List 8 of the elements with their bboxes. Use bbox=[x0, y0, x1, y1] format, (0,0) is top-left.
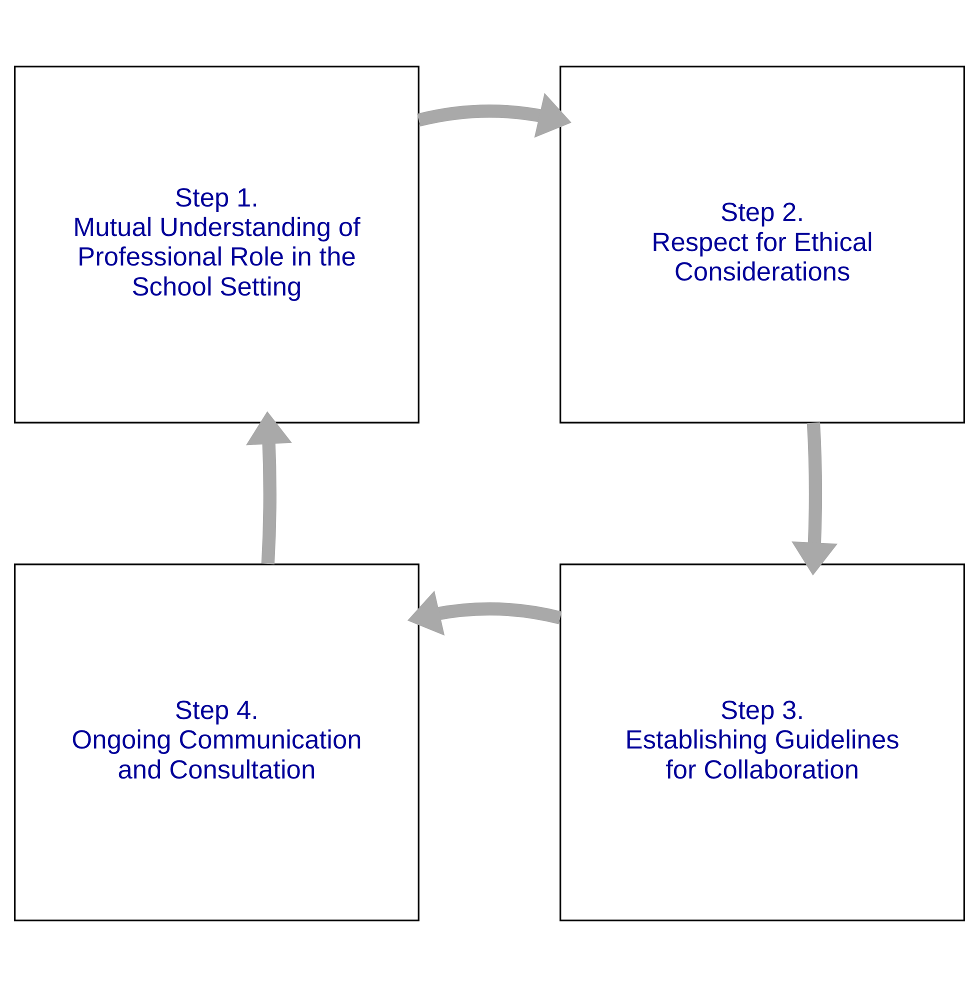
arrow bbox=[417, 92, 572, 138]
node-box: Step 4. Ongoing Communication and Consultation bbox=[14, 564, 420, 922]
arrow bbox=[246, 411, 292, 564]
node-box: Step 1. Mutual Understanding of Professional Role in the School Setting bbox=[14, 66, 420, 424]
arrow bbox=[407, 590, 562, 636]
node-box: Step 2. Respect for Ethical Considerations bbox=[560, 66, 966, 424]
node-box: Step 3. Establishing Guidelines for Collaboration bbox=[560, 564, 966, 922]
arrow bbox=[792, 422, 838, 576]
